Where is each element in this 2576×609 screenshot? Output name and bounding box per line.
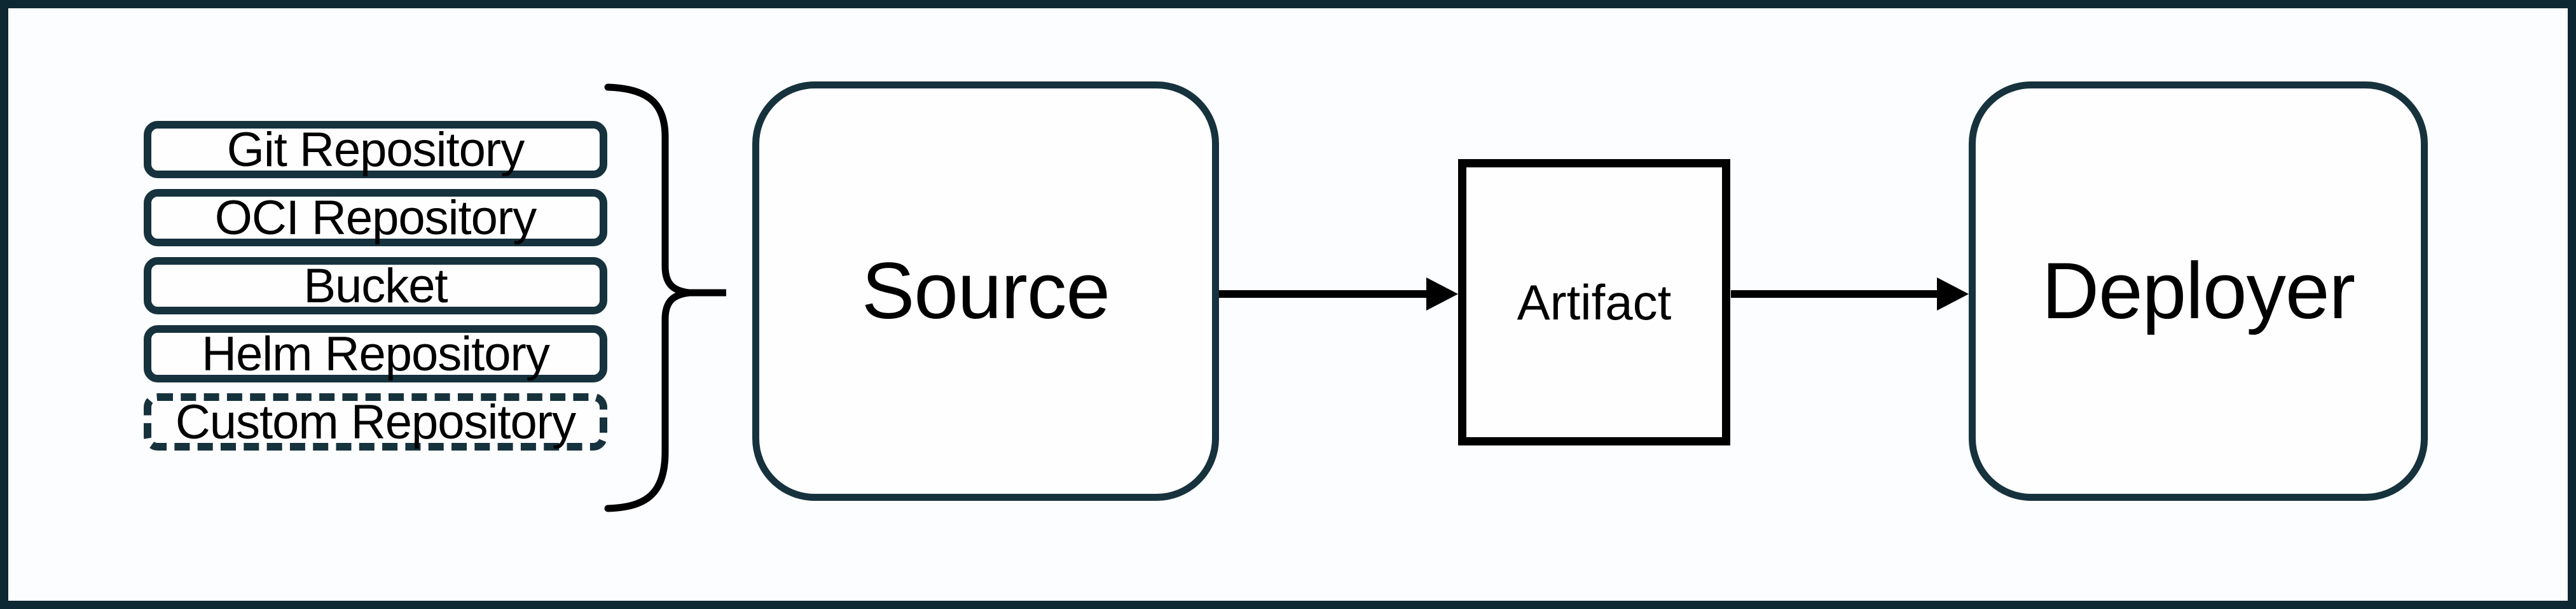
source-node: Source	[752, 81, 1219, 501]
source-type-bucket: Bucket	[144, 257, 607, 314]
source-type-oci-repository: OCI Repository	[144, 189, 607, 246]
source-type-custom-repository: Custom Repository	[144, 393, 607, 451]
source-type-label: Bucket	[303, 258, 448, 313]
deployer-node: Deployer	[1969, 81, 2428, 501]
source-type-label: Helm Repository	[202, 326, 550, 381]
grouping-brace	[604, 83, 690, 512]
arrow-artifact-to-deployer	[1731, 277, 1969, 311]
artifact-node: Artifact	[1458, 159, 1730, 445]
source-type-helm-repository: Helm Repository	[144, 325, 607, 382]
source-node-label: Source	[861, 247, 1110, 335]
arrow-source-to-artifact	[1219, 277, 1458, 311]
source-type-label: Custom Repository	[175, 395, 576, 449]
source-type-label: Git Repository	[226, 122, 525, 177]
source-type-git-repository: Git Repository	[144, 121, 607, 178]
arrowhead-icon	[1426, 277, 1458, 311]
deployer-node-label: Deployer	[2041, 247, 2355, 335]
source-type-label: OCI Repository	[214, 190, 537, 245]
arrowhead-icon	[1937, 277, 1969, 311]
artifact-node-label: Artifact	[1517, 274, 1672, 330]
